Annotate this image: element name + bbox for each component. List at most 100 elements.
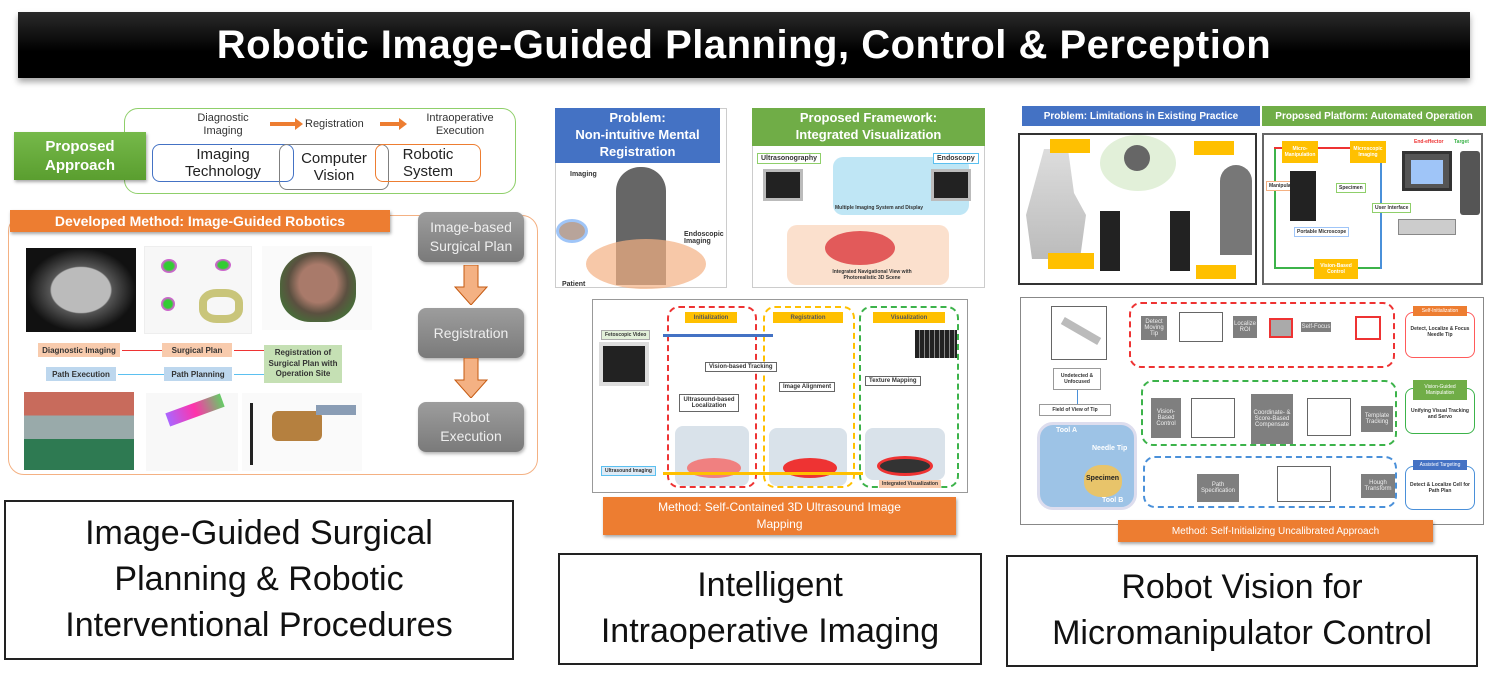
indexed-images: [915, 330, 957, 358]
label-us-localization: Ultrasound-based Localization: [679, 394, 739, 412]
desc-assisted-targeting: Detect & Localize Cell for Path Plan: [1409, 482, 1470, 494]
existing-practice-image: [1018, 133, 1257, 285]
desc-self-init: Detect, Localize & Focus Needle Tip: [1410, 326, 1470, 338]
label-tool-a: Tool A: [1056, 427, 1077, 434]
arrow-head-2: [399, 118, 407, 130]
label-user-interface: User Interface: [1372, 203, 1412, 213]
needle-image: [1051, 306, 1107, 360]
problem-header: Problem: Non-intuitive Mental Registrati…: [555, 108, 720, 163]
microscope-body: [1026, 149, 1086, 259]
tag-assisted-targeting: Assisted Targeting: [1413, 460, 1467, 470]
flow-path-planning: Path Planning: [164, 367, 232, 381]
flow-surgical-plan: Surgical Plan: [162, 343, 232, 357]
flow-registration: Registration of Surgical Plan with Opera…: [264, 345, 342, 383]
label-end-effector: End-effector: [1414, 139, 1444, 145]
stage-surgical-plan-text: Image-based Surgical Plan: [429, 219, 513, 254]
box-hough: Hough Transform: [1361, 474, 1395, 498]
label-endoscopic: Endoscopic Imaging: [684, 231, 724, 245]
step-intraoperative: Intraoperative Execution: [426, 112, 494, 137]
manipulator-device: [1290, 171, 1316, 221]
control-image: [1191, 398, 1235, 438]
box-path-spec: Path Specification: [1197, 474, 1239, 502]
assisted-targeting-region: [1143, 456, 1397, 508]
step-registration: Registration: [305, 118, 364, 130]
label-multiple-imaging: Multiple Imaging System and Display: [835, 205, 924, 211]
label-target: Target: [1454, 139, 1469, 145]
connector: [1077, 390, 1078, 404]
stage-visualization: Visualization: [873, 312, 945, 323]
registration-region: [763, 306, 855, 488]
box-compensate: Coordinate- & Score-Based Compensate: [1251, 394, 1293, 444]
user-figure: [1220, 165, 1252, 255]
right-platform-header: Proposed Platform: Automated Operation: [1262, 106, 1486, 126]
proposed-approach-label: Proposed Approach: [14, 132, 146, 180]
tag-microscopic-imaging: Microscopic Imaging: [1350, 141, 1386, 163]
step-diagnostic-imaging: Diagnostic Imaging: [197, 112, 249, 137]
tag-vision-guided: Vision-Guided Manipulation: [1413, 380, 1467, 400]
down-arrow-icon: [453, 265, 489, 305]
plot-blob: [161, 297, 175, 311]
flow-diagnostic-imaging: Diagnostic Imaging: [38, 343, 120, 357]
label-integrated-visualization: Integrated Visualization: [879, 480, 942, 488]
stage-initialization: Initialization: [685, 312, 737, 323]
label-imaging: Imaging: [570, 171, 597, 178]
robotic-system-text: Robotic System: [402, 145, 454, 180]
box-self-focus: Self-Focus: [1301, 322, 1331, 332]
label-texture-mapping: Texture Mapping: [865, 376, 921, 386]
method-diagram: Initialization Registration Visualizatio…: [592, 299, 968, 493]
frame-image: [1179, 312, 1223, 342]
keyboard: [1398, 219, 1456, 235]
computer-vision-box: Computer Vision: [279, 144, 389, 190]
robot-setup-image: [242, 393, 362, 471]
middle-caption: Intelligent Intraoperative Imaging: [558, 553, 982, 665]
targeting-image: [1277, 466, 1331, 502]
video-arrow: [663, 334, 773, 337]
tag-micro-manipulation: Micro-Manipulation: [1282, 141, 1318, 163]
stage-registration: Registration: [418, 308, 524, 358]
label-image-alignment: Image Alignment: [779, 382, 836, 392]
surgeon-shadow: [586, 239, 706, 289]
computer-monitor: [1402, 151, 1452, 191]
flow-arrow: [118, 374, 164, 375]
cell-sphere: [1124, 145, 1150, 171]
proposed-approach-text: Proposed Approach: [44, 137, 115, 175]
right-caption: Robot Vision for Micromanipulator Contro…: [1006, 555, 1478, 667]
framework-header: Proposed Framework: Integrated Visualiza…: [752, 108, 985, 146]
flow-arrow: [234, 350, 264, 351]
left-caption: Image-Guided Surgical Planning & Robotic…: [4, 500, 514, 660]
label-specimen: Specimen: [1336, 183, 1366, 193]
label-specimen: Specimen: [1086, 475, 1120, 482]
label-ultrasound-imaging: Ultrasound Imaging: [601, 466, 656, 476]
vision-guided-region: [1141, 380, 1397, 446]
computer-tower: [1460, 151, 1480, 215]
placenta-2: [783, 458, 837, 478]
imaging-technology-text: Imaging Technology: [185, 145, 261, 180]
imaging-technology-box: Imaging Technology: [152, 144, 294, 182]
problem-tag: [1194, 141, 1234, 155]
needle: [1060, 317, 1102, 345]
stage-robot-execution-text: Robot Execution: [440, 409, 502, 444]
manipulator-2: [1170, 211, 1190, 271]
plot-blob: [215, 259, 231, 271]
trajectory-plot: [146, 393, 238, 471]
right-method-diagram: Detect Moving Tip Localize ROI Self-Focu…: [1020, 297, 1484, 525]
self-init-region: [1129, 302, 1395, 368]
placenta-1: [687, 458, 741, 478]
computer-vision-text: Computer Vision: [301, 149, 367, 184]
problem-tag: [1196, 265, 1236, 279]
manipulator-1: [1100, 211, 1120, 271]
anatomy-body: [280, 252, 356, 322]
box-template-tracking: Template Tracking: [1361, 406, 1393, 432]
stage-robot-execution: Robot Execution: [418, 402, 524, 452]
stage-surgical-plan: Image-based Surgical Plan: [418, 212, 524, 262]
monitor-screen: [1411, 160, 1443, 184]
label-needle-tip: Needle Tip: [1092, 445, 1128, 452]
plot-ring: [199, 289, 243, 323]
label-vision-tracking: Vision-based Tracking: [705, 362, 777, 372]
label-portable-microscope: Portable Microscope: [1294, 227, 1350, 237]
placenta-3: [877, 456, 933, 476]
arrow-head-1: [295, 118, 303, 130]
endoscope-monitor: [931, 169, 971, 201]
problem-tag: [1050, 139, 1090, 153]
